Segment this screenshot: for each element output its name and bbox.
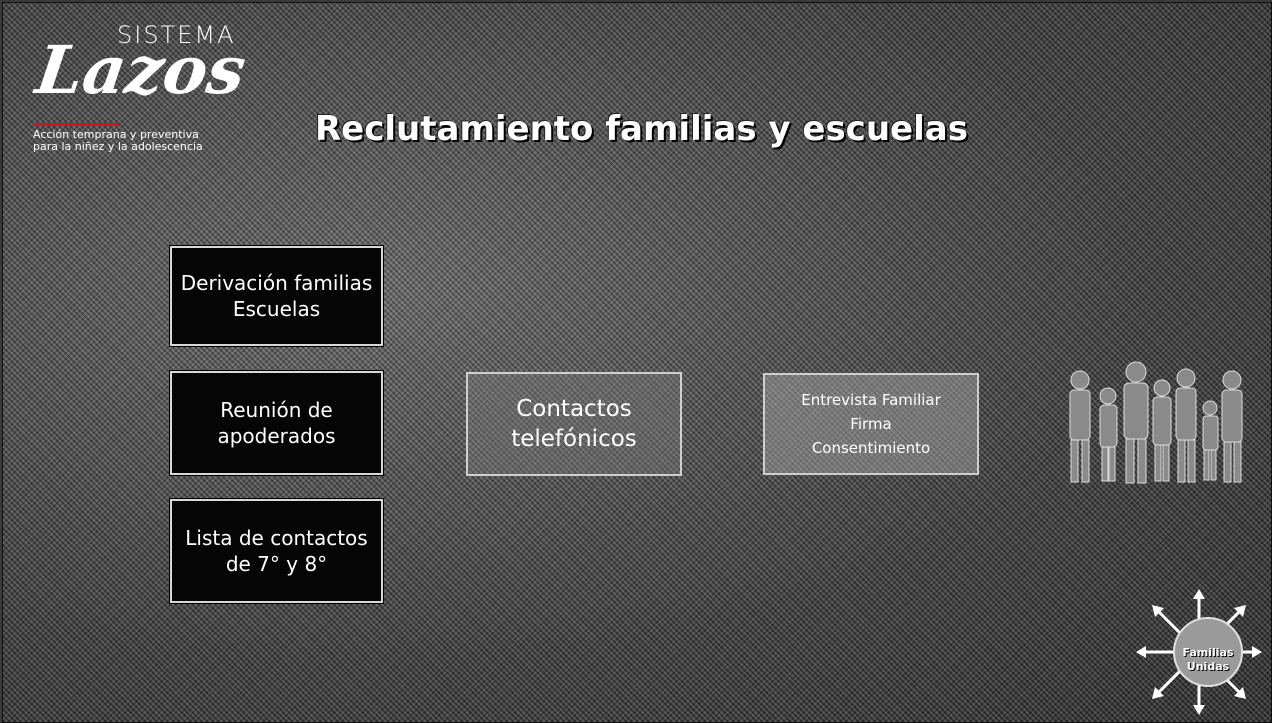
sistema-lazos-logo: SISTEMA Lazos Acción temprana y preventi…: [31, 19, 271, 169]
contactos-label: Contactos telefónicos: [511, 396, 637, 452]
familias-unidas-label: Familias Unidas: [1172, 646, 1244, 674]
source-box-lista: Lista de contactos de 7° y 8°: [169, 498, 384, 604]
familias-unidas-badge-icon: [1136, 589, 1262, 715]
entrevista-box: Entrevista Familiar Firma Consentimiento: [763, 373, 979, 475]
badge-line1: Familias: [1182, 646, 1234, 659]
logo-lazos-text: Lazos: [31, 31, 251, 109]
entrevista-line3: Consentimiento: [811, 439, 931, 457]
logo-tagline: Acción temprana y preventiva para la niñ…: [33, 129, 203, 153]
logo-tagline-line1: Acción temprana y preventiva: [33, 128, 199, 141]
badge-line2: Unidas: [1186, 660, 1230, 673]
logo-red-bar: [33, 123, 119, 126]
entrevista-line1: Entrevista Familiar: [801, 391, 941, 409]
entrevista-line2: Firma: [850, 415, 892, 433]
logo-tagline-line2: para la niñez y la adolescencia: [33, 140, 203, 153]
source-box-reunion: Reunión de apoderados: [169, 370, 384, 476]
contactos-telefonicos-box: Contactos telefónicos: [466, 372, 682, 476]
source-box-derivacion: Derivación familias Escuelas: [169, 245, 384, 347]
family-illustration-icon: [1069, 361, 1243, 484]
logo-sistema-text: SISTEMA: [117, 21, 236, 49]
slide-title: Reclutamiento familias y escuelas: [315, 109, 968, 149]
